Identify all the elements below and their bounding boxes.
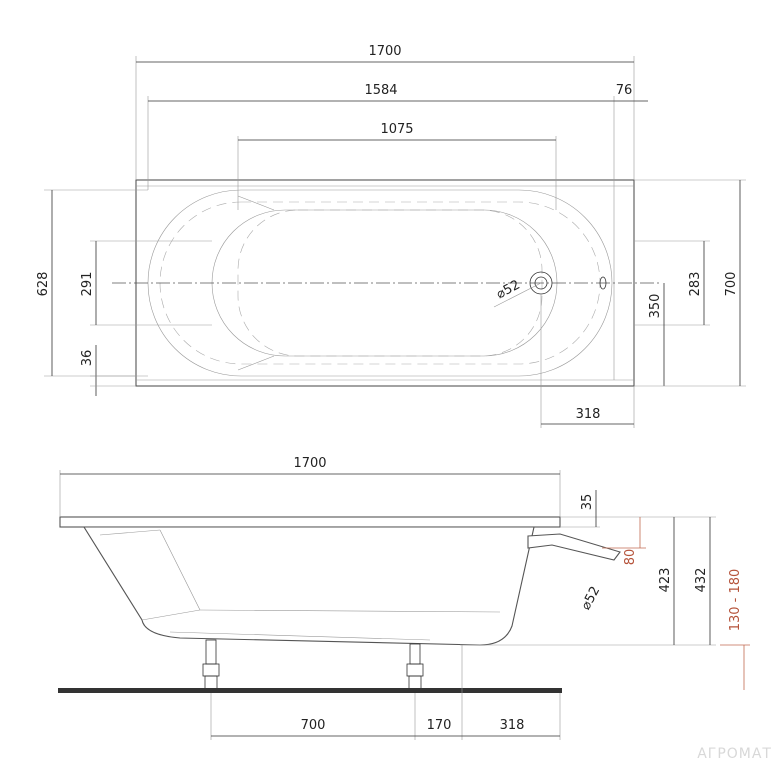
dim-76: 76 <box>616 83 633 98</box>
dim-432: 432 <box>694 568 709 593</box>
leg-left <box>202 639 220 691</box>
dim-80: 80 <box>623 549 638 566</box>
dim-overflow-diameter: ⌀52 <box>579 584 604 613</box>
dim-291: 291 <box>80 272 95 297</box>
watermark: АГРОМАТ <box>697 746 772 762</box>
dim-36: 36 <box>80 350 95 367</box>
dim-130-180: 130 - 180 <box>728 569 743 632</box>
dim-700-top: 700 <box>724 272 739 297</box>
side-body <box>83 526 535 646</box>
floor <box>58 688 562 693</box>
dim-350: 350 <box>648 294 663 319</box>
dim-283: 283 <box>688 272 703 297</box>
dim-1700-side: 1700 <box>293 456 326 471</box>
dim-423: 423 <box>658 568 673 593</box>
top-view: 1700 1584 76 1075 628 291 36 ⌀52 318 2 <box>36 44 746 428</box>
dim-628: 628 <box>36 272 51 297</box>
dim-318-side: 318 <box>500 718 525 733</box>
dim-1584: 1584 <box>364 83 397 98</box>
leg-right <box>406 643 424 691</box>
overflow-icon <box>599 276 607 290</box>
dim-35: 35 <box>580 494 595 511</box>
dim-318-top: 318 <box>576 407 601 422</box>
side-view: 1700 35 80 ⌀52 423 432 130 - 180 700 170… <box>58 456 750 740</box>
dim-170: 170 <box>427 718 452 733</box>
dim-700-side: 700 <box>301 718 326 733</box>
dim-1700-top: 1700 <box>368 44 401 59</box>
overflow-pipe <box>527 533 621 561</box>
dim-1075: 1075 <box>380 122 413 137</box>
side-rim <box>59 516 561 528</box>
